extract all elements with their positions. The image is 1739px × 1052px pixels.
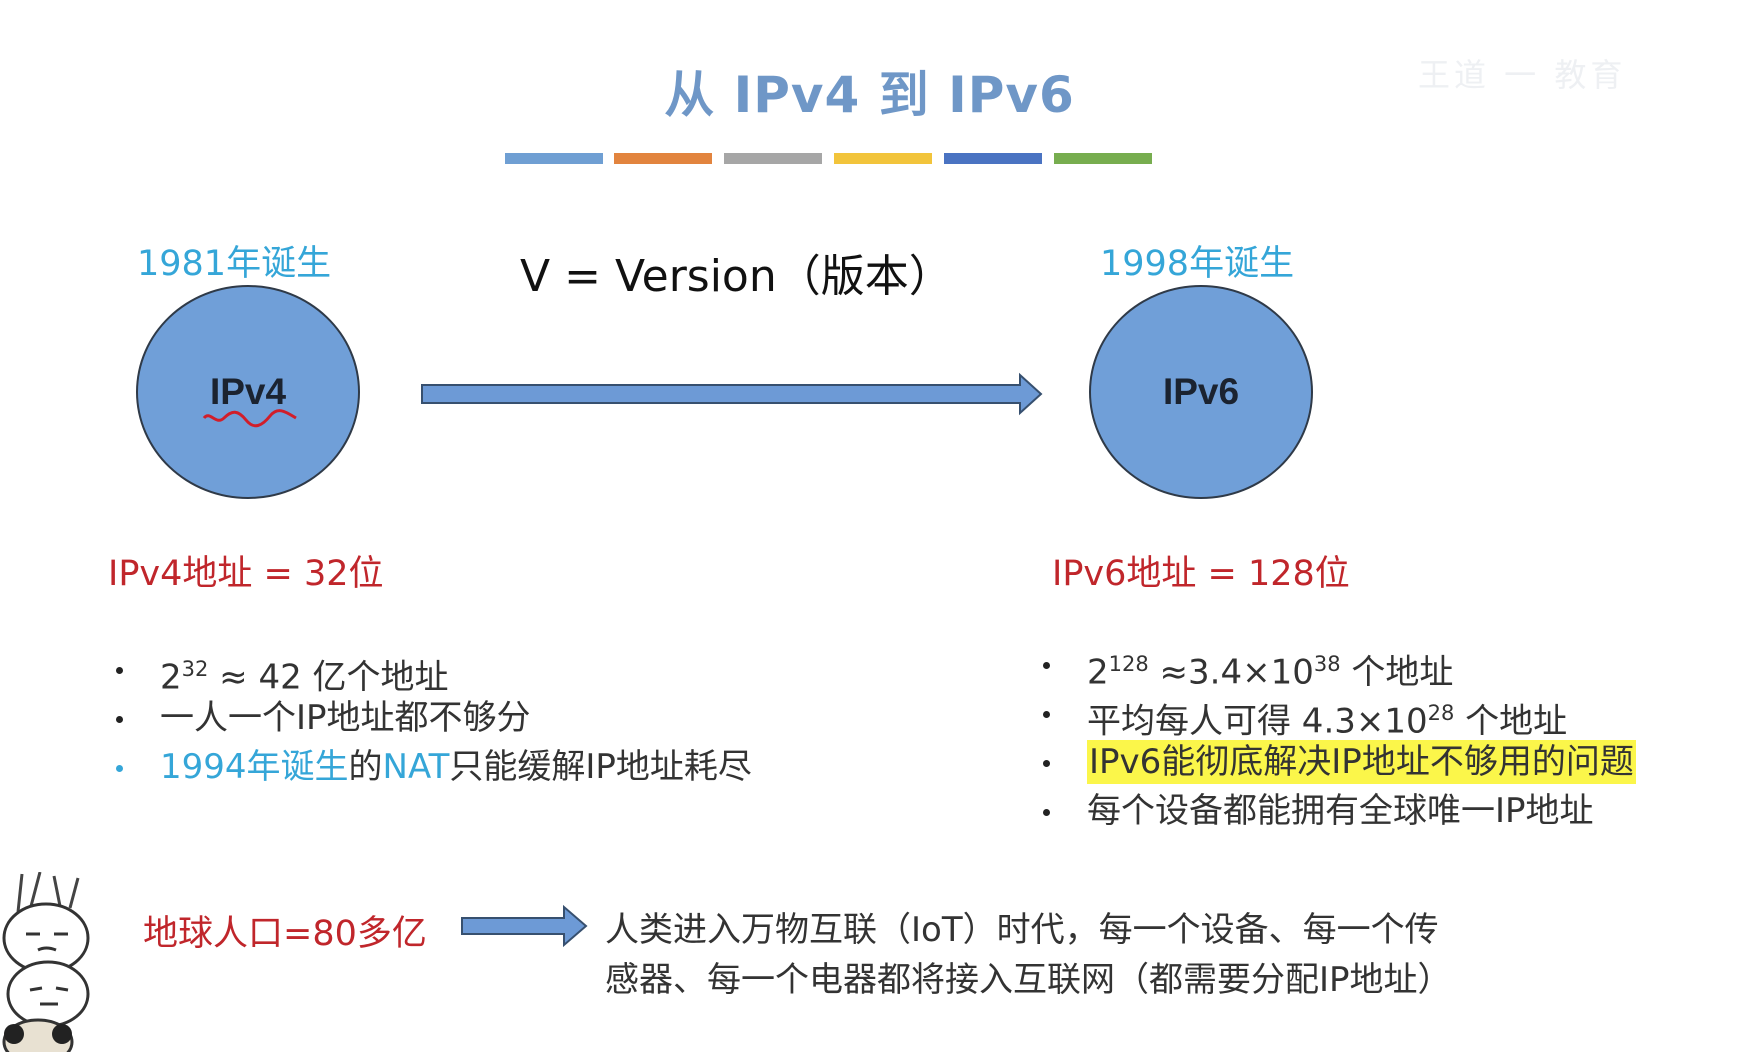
ipv6-circle-label: IPv6 [1162,371,1240,412]
ipv6-circle: IPv6 [1089,285,1313,499]
color-bar-segment-6 [1054,153,1152,164]
version-label: V = Version（版本） [520,251,953,302]
color-bar-segment-1 [505,153,603,164]
ipv4-address-bits: IPv4地址 = 32位 [108,554,384,594]
earth-population-label: 地球人口=80多亿 [143,914,427,954]
ipv6-bullet-list: 2128 ≈3.4×1038 个地址 平均每人可得 4.3×1028 个地址 I… [1037,640,1636,836]
iot-line-2: 感器、每一个电器都将接入互联网（都需要分配IP地址） [605,960,1452,1000]
watermark: 王道 一 教育 [1418,56,1627,94]
meme-sticker-icon [2,872,90,1052]
squiggle-underline-icon [202,409,297,428]
color-bar-segment-5 [944,153,1042,164]
slide-title: 从 IPv4 到 IPv6 [664,66,1075,124]
evolution-arrow-icon [421,372,1043,416]
color-bar-segment-4 [834,153,932,164]
iot-description: 人类进入万物互联（IoT）时代，每一个设备、每一个传 感器、每一个电器都将接入互… [605,905,1452,1005]
highlighted-text: IPv6能彻底解决IP地址不够用的问题 [1087,740,1636,784]
ipv6-address-bits: IPv6地址 = 128位 [1052,554,1350,594]
color-bar-segment-2 [614,153,712,164]
list-item: 232 ≈ 42 亿个地址 [110,645,752,697]
list-item: 一人一个IP地址都不够分 [110,694,752,743]
ipv4-circle: IPv4 [136,285,360,499]
list-item: 每个设备都能拥有全球唯一IP地址 [1037,787,1636,836]
list-item: 平均每人可得 4.3×1028 个地址 [1037,689,1636,741]
color-bar-segment-3 [724,153,822,164]
ipv4-circle-label: IPv4 [209,371,287,412]
ipv4-bullet-list: 232 ≈ 42 亿个地址 一人一个IP地址都不够分 1994年诞生的NAT只能… [110,645,752,792]
list-item: 2128 ≈3.4×1038 个地址 [1037,640,1636,692]
list-item: IPv6能彻底解决IP地址不够用的问题 [1037,738,1636,787]
ipv4-birth-label: 1981年诞生 [137,244,332,284]
ipv6-birth-label: 1998年诞生 [1100,244,1295,284]
small-arrow-icon [461,904,588,948]
iot-line-1: 人类进入万物互联（IoT）时代，每一个设备、每一个传 [605,910,1439,950]
list-item: 1994年诞生的NAT只能缓解IP地址耗尽 [110,743,752,792]
